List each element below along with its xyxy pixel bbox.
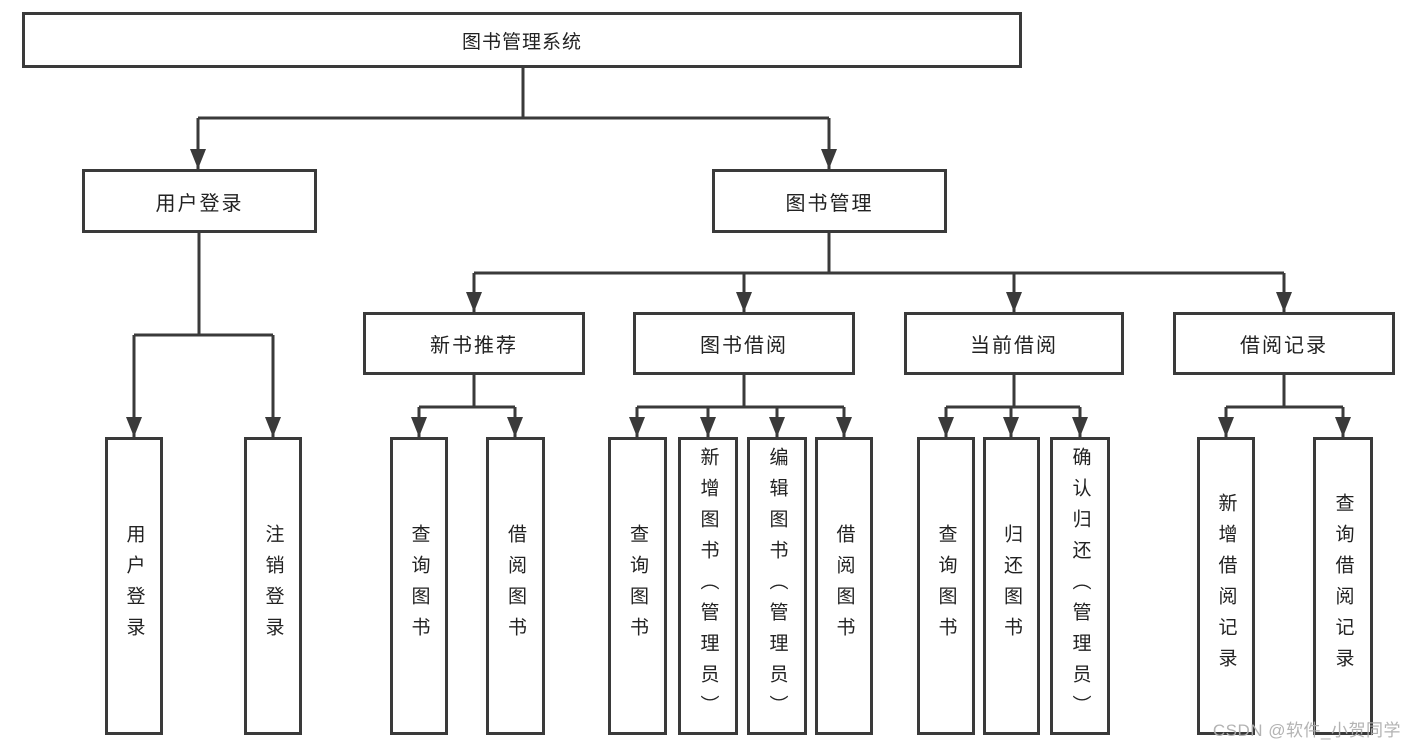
node-book-borrowing: 图书借阅: [633, 312, 855, 375]
leaf-borrow-query-books: 查询图书: [608, 437, 667, 735]
leaf-current-confirm-return-admin: 确认归还（管理员）: [1050, 437, 1110, 735]
node-label: 图书管理: [785, 192, 874, 215]
leaf-user-login: 用户登录: [105, 437, 163, 735]
node-book-management-branch: 图书管理: [712, 169, 947, 233]
leaf-logout: 注销登录: [244, 437, 302, 735]
leaf-borrow-add-books-admin: 新增图书（管理员）: [678, 437, 738, 735]
leaf-current-return-books: 归还图书: [983, 437, 1040, 735]
leaf-records-add-record: 新增借阅记录: [1197, 437, 1255, 735]
leaf-records-query-record: 查询借阅记录: [1313, 437, 1373, 735]
leaf-borrow-edit-books-admin: 编辑图书（管理员）: [747, 437, 807, 735]
node-user-login-branch: 用户登录: [82, 169, 317, 233]
node-label: 借阅记录: [1240, 335, 1328, 357]
node-label: 新书推荐: [430, 335, 518, 357]
node-label: 当前借阅: [970, 335, 1058, 357]
leaf-label: 编辑图书（管理员）: [766, 446, 788, 726]
leaf-newbook-query-books: 查询图书: [390, 437, 448, 735]
leaf-label: 查询借阅记录: [1332, 493, 1354, 679]
node-label: 图书管理系统: [461, 31, 582, 53]
node-borrowing-records: 借阅记录: [1173, 312, 1395, 375]
leaf-label: 确认归还（管理员）: [1069, 446, 1091, 726]
node-library-management-system: 图书管理系统: [22, 12, 1022, 68]
watermark: CSDN @软件_小贺同学: [1212, 721, 1401, 740]
leaf-label: 借阅图书: [505, 524, 526, 648]
leaf-label: 归还图书: [1001, 524, 1022, 648]
leaf-label: 借阅图书: [833, 524, 855, 648]
leaf-borrow-borrow-books: 借阅图书: [815, 437, 873, 735]
leaf-newbook-borrow-books: 借阅图书: [486, 437, 545, 735]
node-new-book-recommend: 新书推荐: [363, 312, 585, 375]
leaf-label: 注销登录: [262, 524, 284, 648]
leaf-label: 用户登录: [123, 524, 145, 648]
node-label: 用户登录: [155, 192, 244, 215]
arrowheads: [126, 149, 1351, 437]
leaf-label: 查询图书: [408, 524, 430, 648]
node-current-borrowing: 当前借阅: [904, 312, 1124, 375]
leaf-current-query-books: 查询图书: [917, 437, 975, 735]
node-label: 图书借阅: [700, 335, 788, 357]
leaf-label: 查询图书: [627, 524, 648, 648]
leaf-label: 新增图书（管理员）: [697, 446, 719, 726]
leaf-label: 查询图书: [935, 524, 957, 648]
leaf-label: 新增借阅记录: [1215, 493, 1237, 679]
connector-stems: [132, 66, 1345, 437]
